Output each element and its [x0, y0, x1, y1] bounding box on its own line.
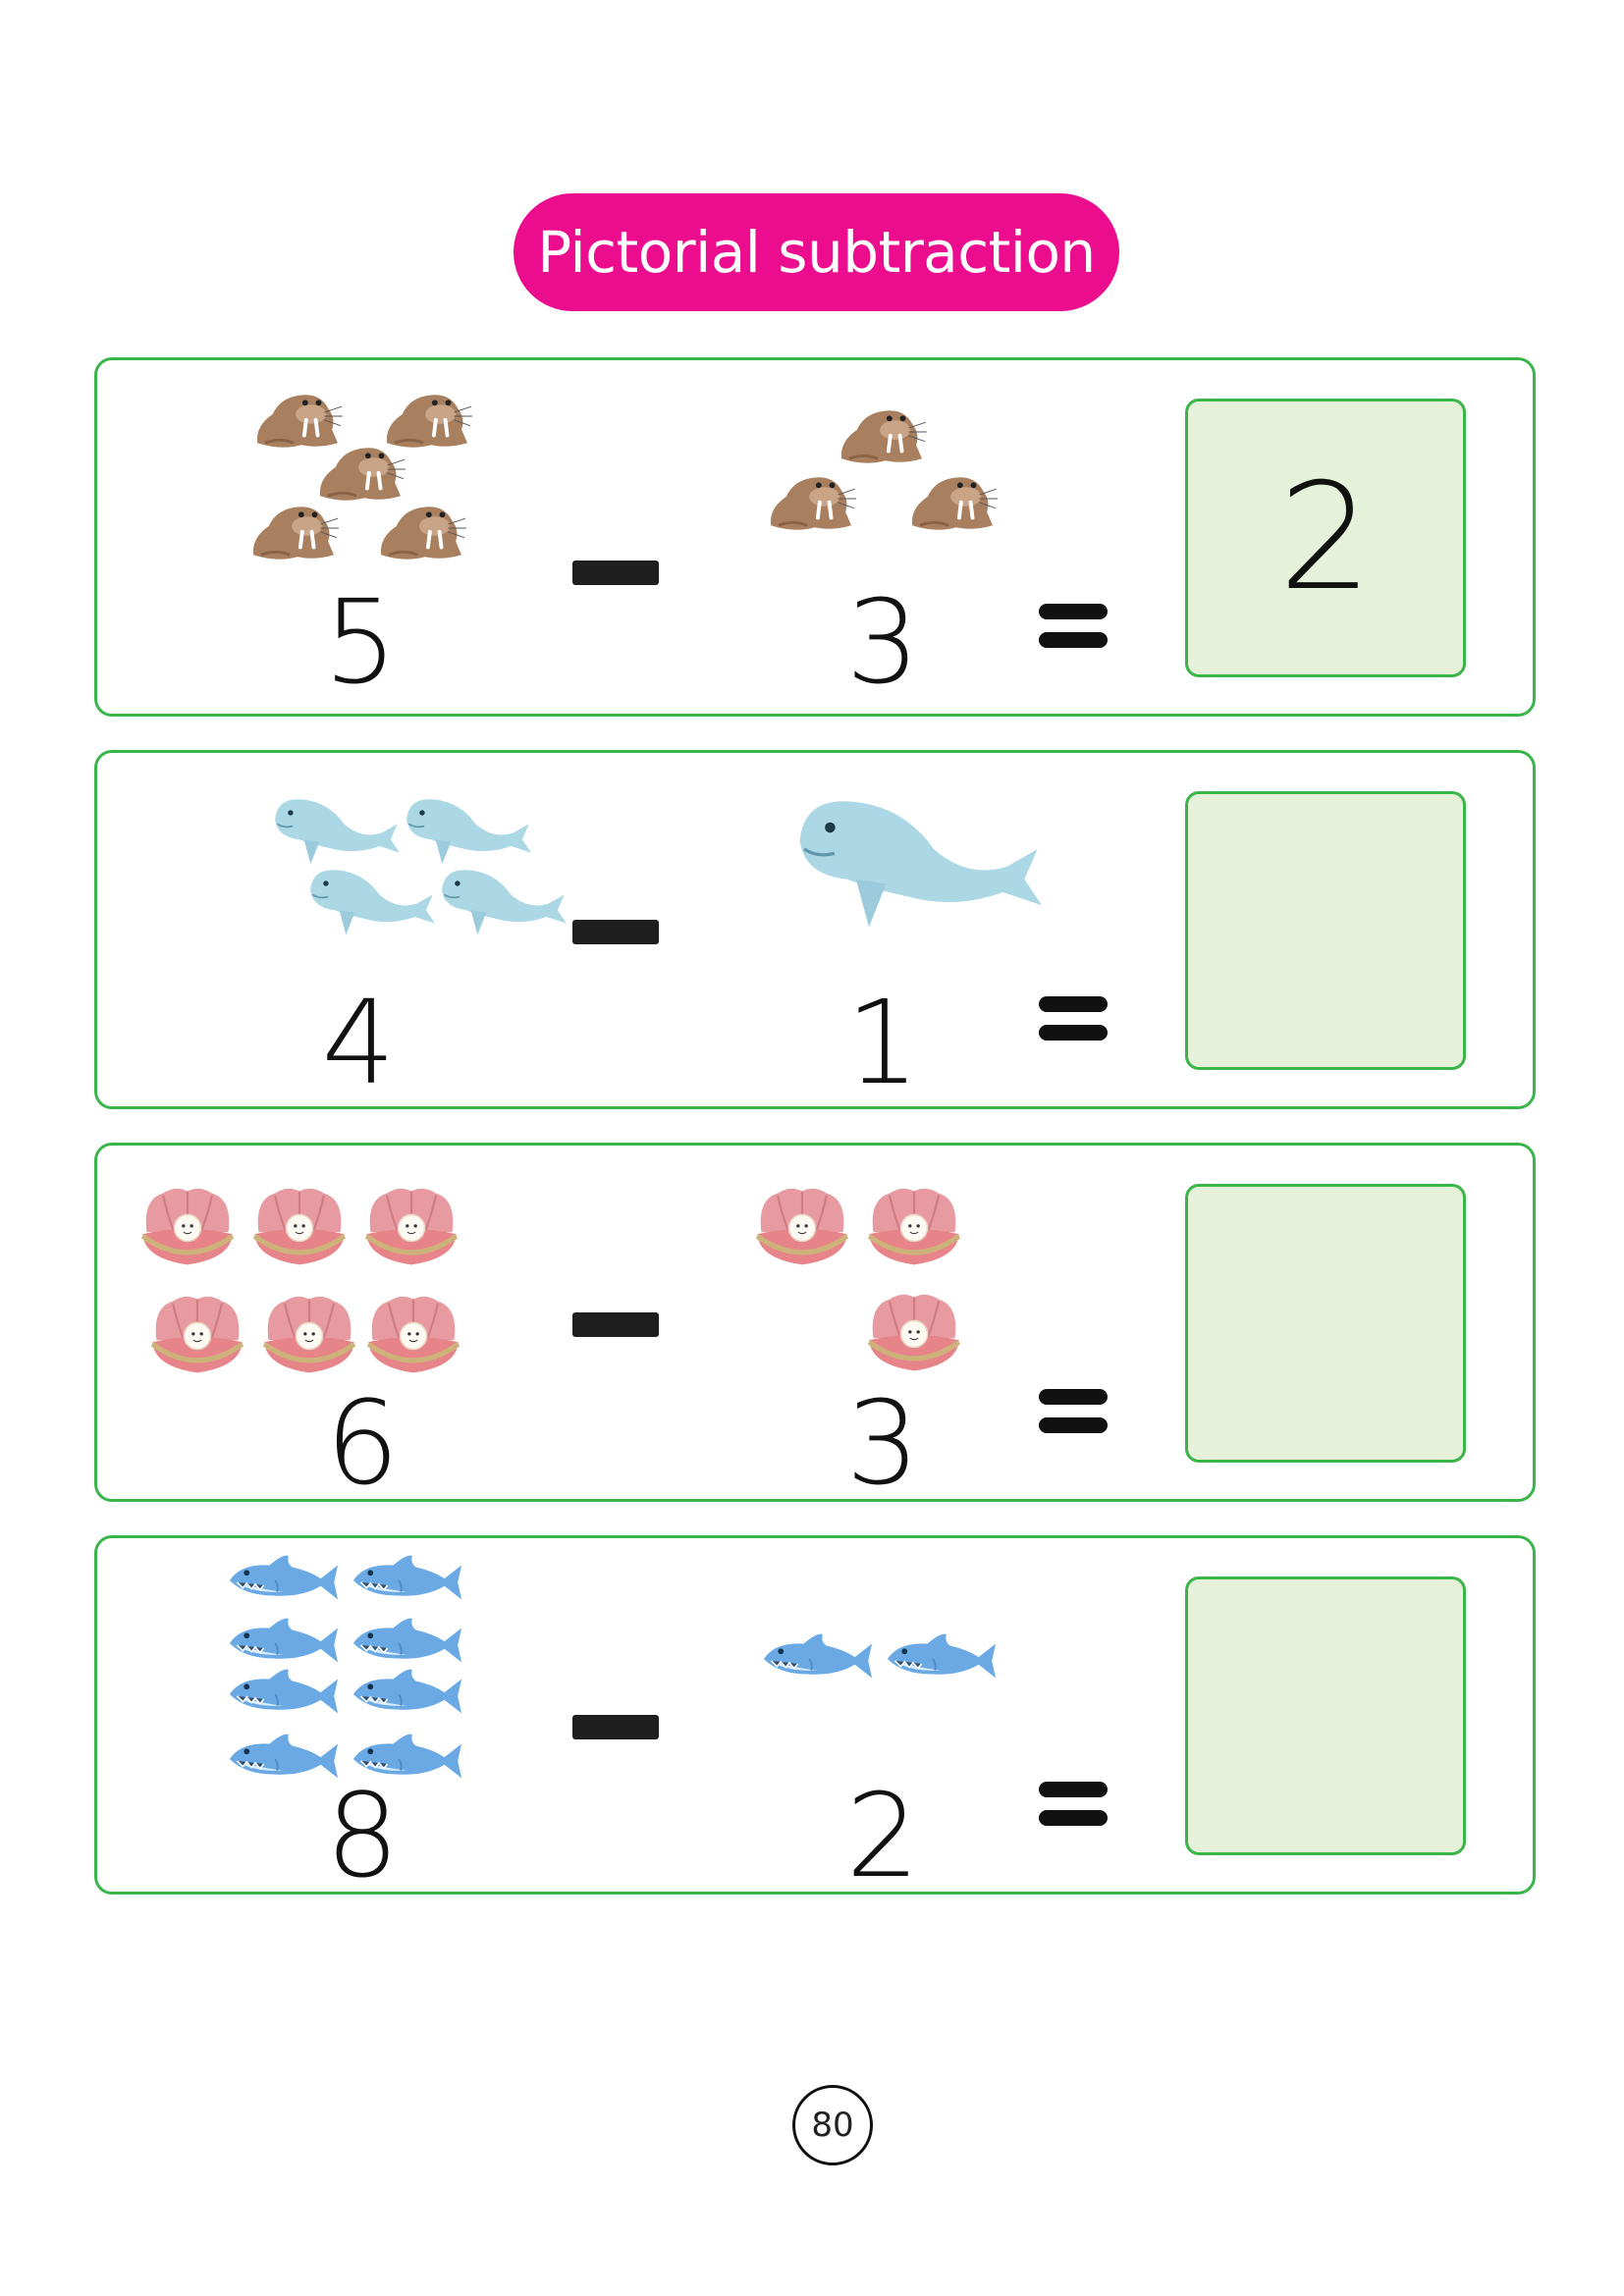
- equals-sign: [1039, 996, 1108, 1041]
- shark-icon: [225, 1615, 341, 1672]
- pearl-clam-icon: [258, 1291, 360, 1383]
- answer-box[interactable]: 2: [1185, 399, 1466, 677]
- pearl-clam-icon: [362, 1291, 464, 1383]
- answer-box[interactable]: [1185, 1576, 1466, 1855]
- pearl-clam-icon: [863, 1183, 965, 1275]
- walrus-icon: [906, 458, 1002, 535]
- pearl-clam-icon: [751, 1183, 853, 1275]
- beluga-whale-icon: [433, 861, 567, 939]
- subtraction-problem-card: 5 3 2: [94, 357, 1536, 717]
- page-title: Pictorial subtraction: [514, 193, 1119, 311]
- minuend-number: 8: [325, 1768, 400, 1903]
- equals-sign: [1039, 604, 1108, 649]
- minus-sign: [572, 1715, 659, 1739]
- subtraction-problem-card: 8 2: [94, 1535, 1536, 1895]
- beluga-whale-icon: [398, 790, 531, 869]
- shark-icon: [225, 1666, 341, 1723]
- subtrahend-number: 1: [845, 975, 920, 1110]
- shark-icon: [225, 1552, 341, 1609]
- walrus-icon: [836, 392, 932, 468]
- shark-icon: [759, 1630, 875, 1687]
- shark-icon: [349, 1615, 464, 1672]
- shark-icon: [349, 1552, 464, 1609]
- beluga-whale-icon: [301, 861, 435, 939]
- subtrahend-number: 3: [845, 1375, 920, 1511]
- subtraction-problem-card: 6 3: [94, 1143, 1536, 1502]
- subtrahend-number: 2: [845, 1768, 920, 1903]
- minuend-number: 5: [323, 574, 398, 710]
- shark-icon: [349, 1666, 464, 1723]
- minuend-number: 6: [325, 1375, 400, 1511]
- minus-sign: [572, 920, 659, 944]
- pearl-clam-icon: [360, 1183, 462, 1275]
- walrus-icon: [247, 488, 344, 564]
- subtraction-problem-card: 4 1: [94, 750, 1536, 1109]
- pearl-clam-icon: [248, 1183, 351, 1275]
- shark-icon: [883, 1630, 999, 1687]
- beluga-whale-icon: [266, 790, 400, 869]
- minuend-number: 4: [321, 975, 396, 1110]
- minus-sign: [572, 561, 659, 585]
- answer-box[interactable]: [1185, 1184, 1466, 1463]
- pearl-clam-icon: [863, 1289, 965, 1381]
- page-number: 80: [792, 2085, 873, 2165]
- answer-box[interactable]: [1185, 791, 1466, 1070]
- equals-sign: [1039, 1782, 1108, 1827]
- subtrahend-number: 3: [845, 574, 920, 710]
- minus-sign: [572, 1312, 659, 1337]
- pearl-clam-icon: [146, 1291, 248, 1383]
- walrus-icon: [375, 488, 471, 564]
- pearl-clam-icon: [136, 1183, 239, 1275]
- beluga-whale-icon: [783, 784, 1042, 935]
- equals-sign: [1039, 1389, 1108, 1434]
- walrus-icon: [765, 458, 861, 535]
